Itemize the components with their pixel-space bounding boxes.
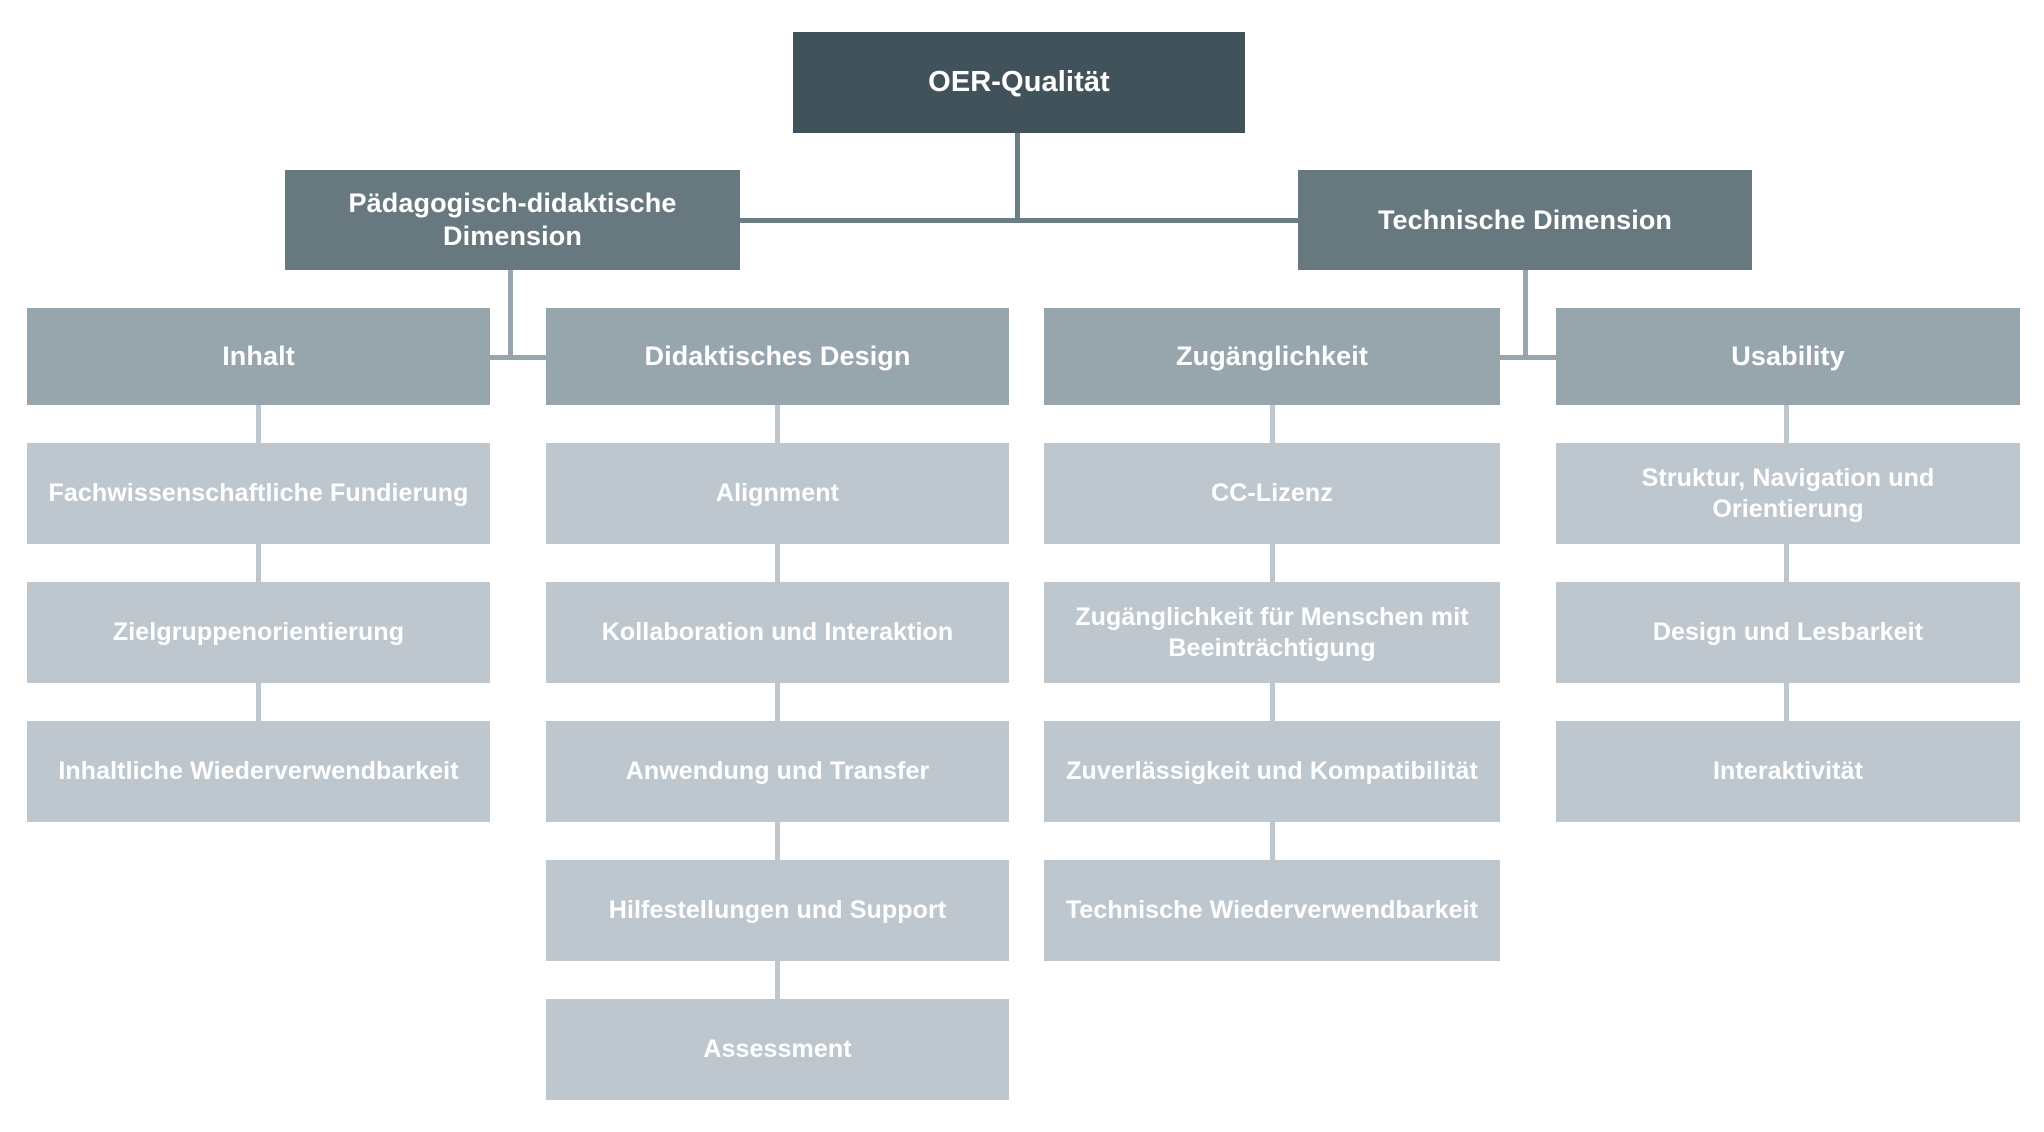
node-category-inhalt[interactable]: Inhalt bbox=[27, 308, 490, 405]
node-criterion-interaktivitaet[interactable]: Interaktivität bbox=[1556, 721, 2020, 822]
node-dimension-paedagogisch-didaktisch[interactable]: Pädagogisch-didaktische Dimension bbox=[285, 170, 740, 270]
node-criterion-technische-wiederverwendbarkeit[interactable]: Technische Wiederverwendbarkeit bbox=[1044, 860, 1500, 961]
connector-technical-stem bbox=[1523, 270, 1528, 360]
node-criterion-cc-lizenz[interactable]: CC-Lizenz bbox=[1044, 443, 1500, 544]
node-criterion-assessment[interactable]: Assessment bbox=[546, 999, 1009, 1100]
node-criterion-hilfestellungen-und-support[interactable]: Hilfestellungen und Support bbox=[546, 860, 1009, 961]
connector-zugang-spine-2 bbox=[1270, 544, 1275, 582]
node-criterion-alignment[interactable]: Alignment bbox=[546, 443, 1009, 544]
node-criterion-zielgruppenorientierung[interactable]: Zielgruppenorientierung bbox=[27, 582, 490, 683]
connector-didaktik-spine-4 bbox=[775, 822, 780, 860]
connector-left-category-bus bbox=[490, 355, 546, 360]
connector-right-category-bus bbox=[1500, 355, 1556, 360]
node-criterion-anwendung-und-transfer[interactable]: Anwendung und Transfer bbox=[546, 721, 1009, 822]
node-criterion-struktur-navigation-und-orientierung[interactable]: Struktur, Navigation und Orientierung bbox=[1556, 443, 2020, 544]
connector-zugang-spine-1 bbox=[1270, 405, 1275, 443]
connector-didaktik-spine-1 bbox=[775, 405, 780, 443]
connector-dimension-bus bbox=[740, 218, 1298, 223]
node-category-didaktisches-design[interactable]: Didaktisches Design bbox=[546, 308, 1009, 405]
node-category-usability[interactable]: Usability bbox=[1556, 308, 2020, 405]
node-dimension-technisch[interactable]: Technische Dimension bbox=[1298, 170, 1752, 270]
node-category-zugaenglichkeit[interactable]: Zugänglichkeit bbox=[1044, 308, 1500, 405]
node-root-oer-qualitaet[interactable]: OER-Qualität bbox=[793, 32, 1245, 133]
connector-didaktik-spine-2 bbox=[775, 544, 780, 582]
node-criterion-fachwissenschaftliche-fundierung[interactable]: Fachwissenschaftliche Fundierung bbox=[27, 443, 490, 544]
node-criterion-kollaboration-und-interaktion[interactable]: Kollaboration und Interaktion bbox=[546, 582, 1009, 683]
connector-didaktik-spine-3 bbox=[775, 683, 780, 721]
node-criterion-inhaltliche-wiederverwendbarkeit[interactable]: Inhaltliche Wiederverwendbarkeit bbox=[27, 721, 490, 822]
connector-usability-spine-2 bbox=[1784, 544, 1789, 582]
node-criterion-zugaenglichkeit-fuer-menschen-mit-beeintraechtigung[interactable]: Zugänglichkeit für Menschen mit Beeinträ… bbox=[1044, 582, 1500, 683]
connector-usability-spine-3 bbox=[1784, 683, 1789, 721]
connector-inhalt-spine-3 bbox=[256, 683, 261, 721]
node-criterion-design-und-lesbarkeit[interactable]: Design und Lesbarkeit bbox=[1556, 582, 2020, 683]
connector-pedagogic-stem bbox=[508, 270, 513, 360]
connector-usability-spine-1 bbox=[1784, 405, 1789, 443]
connector-didaktik-spine-5 bbox=[775, 961, 780, 999]
connector-root-stem bbox=[1015, 133, 1020, 221]
connector-zugang-spine-3 bbox=[1270, 683, 1275, 721]
node-criterion-zuverlaessigkeit-und-kompatibilitaet[interactable]: Zuverlässigkeit und Kompatibilität bbox=[1044, 721, 1500, 822]
connector-inhalt-spine-2 bbox=[256, 544, 261, 582]
connector-inhalt-spine-1 bbox=[256, 405, 261, 443]
connector-zugang-spine-4 bbox=[1270, 822, 1275, 860]
